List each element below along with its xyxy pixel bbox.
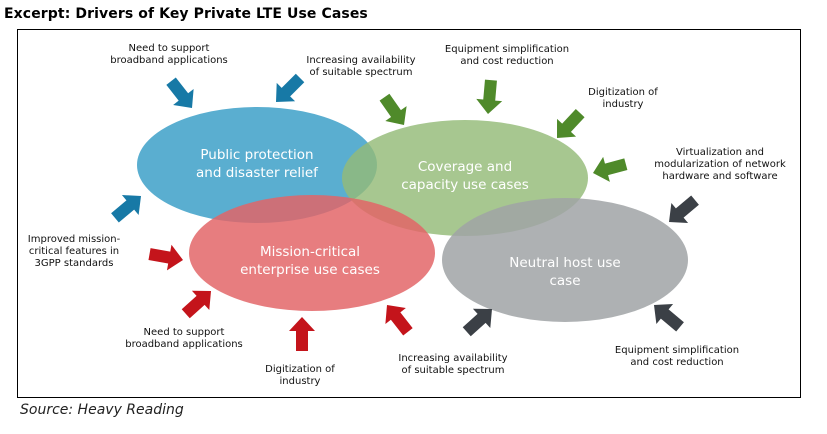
source-caption: Source: Heavy Reading — [20, 402, 184, 418]
driver-line: and cost reduction — [460, 56, 554, 67]
driver-blue-spectrum: Increasing availability of suitable spec… — [296, 55, 426, 79]
driver-line: of suitable spectrum — [309, 67, 413, 78]
label-public-protection: Public protection and disaster relief — [162, 146, 352, 182]
label-neutral-line2: case — [549, 273, 581, 289]
arrow-red-spectrum — [376, 296, 419, 340]
driver-line: Need to support — [143, 327, 225, 338]
driver-red-digitization: Digitization of industry — [250, 364, 350, 388]
label-mission-critical: Mission-critical enterprise use cases — [215, 243, 405, 279]
driver-line: Increasing availability — [398, 353, 508, 364]
arrow-red-improved — [147, 241, 186, 273]
driver-line: Increasing availability — [306, 55, 416, 66]
driver-red-broadband: Need to support broadband applications — [119, 327, 249, 351]
label-public-line1: Public protection — [200, 147, 314, 163]
driver-green-equipment: Equipment simplification and cost reduct… — [437, 44, 577, 68]
arrow-green-spectrum — [373, 89, 415, 133]
driver-line: industry — [279, 376, 321, 387]
arrow-red-broadband — [177, 281, 220, 324]
arrow-red-digitization — [289, 317, 315, 351]
driver-dark-spectrum: Increasing availability of suitable spec… — [388, 353, 518, 377]
driver-dark-equipment: Equipment simplification and cost reduct… — [607, 345, 747, 369]
arrow-green-virtualization — [589, 151, 630, 186]
driver-line: industry — [602, 99, 644, 110]
driver-line: Need to support — [128, 43, 210, 54]
arrow-green-equipment — [475, 78, 504, 116]
label-coverage-capacity: Coverage and capacity use cases — [370, 158, 560, 194]
label-mission-line1: Mission-critical — [259, 244, 361, 260]
ellipse-mission-critical — [189, 195, 435, 311]
arrow-blue-broadband — [160, 73, 203, 117]
ellipse-neutral-host — [442, 198, 688, 322]
label-coverage-line2: capacity use cases — [401, 177, 529, 193]
label-neutral-host: Neutral host use case — [470, 254, 660, 290]
driver-line: Digitization of — [265, 364, 335, 375]
figure-title: Excerpt: Drivers of Key Private LTE Use … — [4, 6, 368, 22]
label-mission-line2: enterprise use cases — [240, 262, 380, 278]
label-neutral-line1: Neutral host use — [509, 255, 621, 271]
driver-line: hardware and software — [662, 171, 778, 182]
driver-line: 3GPP standards — [34, 258, 114, 269]
driver-line: Equipment simplification — [444, 44, 570, 55]
driver-line: and cost reduction — [630, 357, 724, 368]
driver-line: Virtualization and — [676, 147, 764, 158]
driver-line: Equipment simplification — [614, 345, 740, 356]
figure-frame — [17, 29, 801, 398]
arrow-blue-improved — [106, 186, 150, 228]
driver-line: of suitable spectrum — [401, 365, 505, 376]
driver-blue-improved: Improved mission- critical features in 3… — [22, 234, 126, 270]
driver-line: broadband applications — [125, 339, 243, 350]
label-public-line2: and disaster relief — [196, 165, 318, 181]
driver-blue-broadband: Need to support broadband applications — [104, 43, 234, 67]
label-coverage-line1: Coverage and — [417, 159, 513, 175]
driver-line: critical features in — [28, 246, 120, 257]
driver-line: Improved mission- — [27, 234, 121, 245]
ellipse-public-protection — [137, 107, 377, 223]
driver-line: broadband applications — [110, 55, 228, 66]
driver-line: Digitization of — [588, 87, 658, 98]
driver-green-digitization: Digitization of industry — [568, 87, 678, 111]
driver-line: modularization of network — [654, 159, 786, 170]
driver-dark-virtualization: Virtualization and modularization of net… — [640, 147, 800, 183]
